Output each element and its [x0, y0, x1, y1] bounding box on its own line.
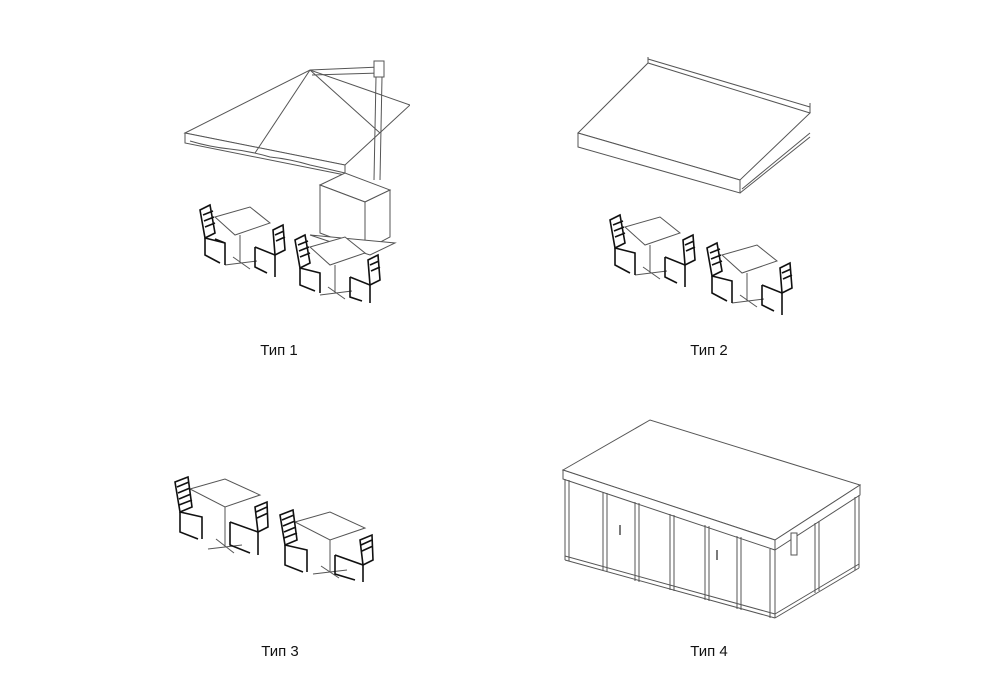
type-4-label: Тип 4: [690, 643, 728, 660]
type-1-illustration: [183, 60, 410, 303]
type-2-illustration: [577, 57, 811, 315]
type-3-illustration: [174, 475, 374, 582]
type-3-label: Тип 3: [261, 643, 299, 660]
type-2-label: Тип 2: [690, 342, 728, 359]
type-1-label: Тип 1: [260, 342, 298, 359]
type-4-illustration: [561, 419, 862, 619]
